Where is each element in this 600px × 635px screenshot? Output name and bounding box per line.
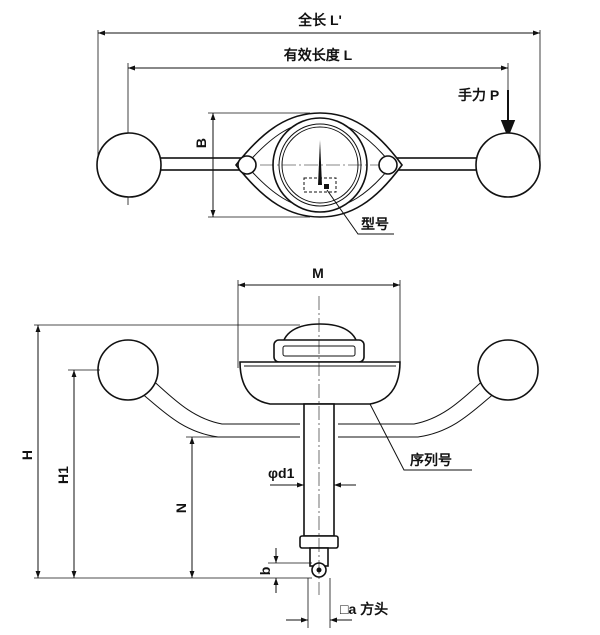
- right-arm-upper-edge: [338, 377, 487, 425]
- effective-length-label: 有效长度 L: [284, 47, 353, 63]
- top-view: 全长 L' 有效长度 L 手力 P B: [96, 12, 541, 235]
- m-dimension-label: M: [312, 265, 324, 281]
- left-mounting-hole: [237, 155, 257, 175]
- right-mounting-hole: [378, 155, 398, 175]
- model-leader-line: [326, 189, 394, 235]
- right-arm-lower-edge: [338, 391, 497, 438]
- drive-shaft: [303, 403, 335, 537]
- right-handle-bar: [387, 157, 489, 171]
- dial-pointer: [318, 140, 322, 185]
- right-grip-ball-side: [477, 339, 539, 401]
- right-grip-ball: [475, 132, 541, 198]
- serial-number-label: 序列号: [410, 452, 452, 468]
- model-plate: [303, 177, 337, 193]
- left-handle-bar: [149, 157, 251, 171]
- model-label: 型号: [361, 216, 389, 232]
- h1-dimension-label: H1: [55, 466, 71, 484]
- hand-force-label: 手力 P: [458, 87, 499, 103]
- left-grip-ball: [96, 132, 162, 198]
- b-dimension-label: B: [193, 138, 209, 148]
- d1-dimension-label: φd1: [268, 465, 295, 481]
- n-dimension-label: N: [173, 503, 189, 513]
- left-grip-ball-side: [97, 339, 159, 401]
- square-drive-label: □a 方头: [340, 601, 388, 617]
- left-arm-upper-edge: [149, 377, 300, 425]
- b-small-dimension-label: b: [257, 567, 273, 576]
- body-housing: [239, 361, 401, 405]
- model-plate-marker: [324, 184, 329, 189]
- side-view: M H H1 N: [19, 265, 539, 628]
- h-dimension-label: H: [19, 450, 35, 460]
- total-length-label: 全长 L': [297, 12, 342, 28]
- serial-number-leader-line: [369, 403, 472, 471]
